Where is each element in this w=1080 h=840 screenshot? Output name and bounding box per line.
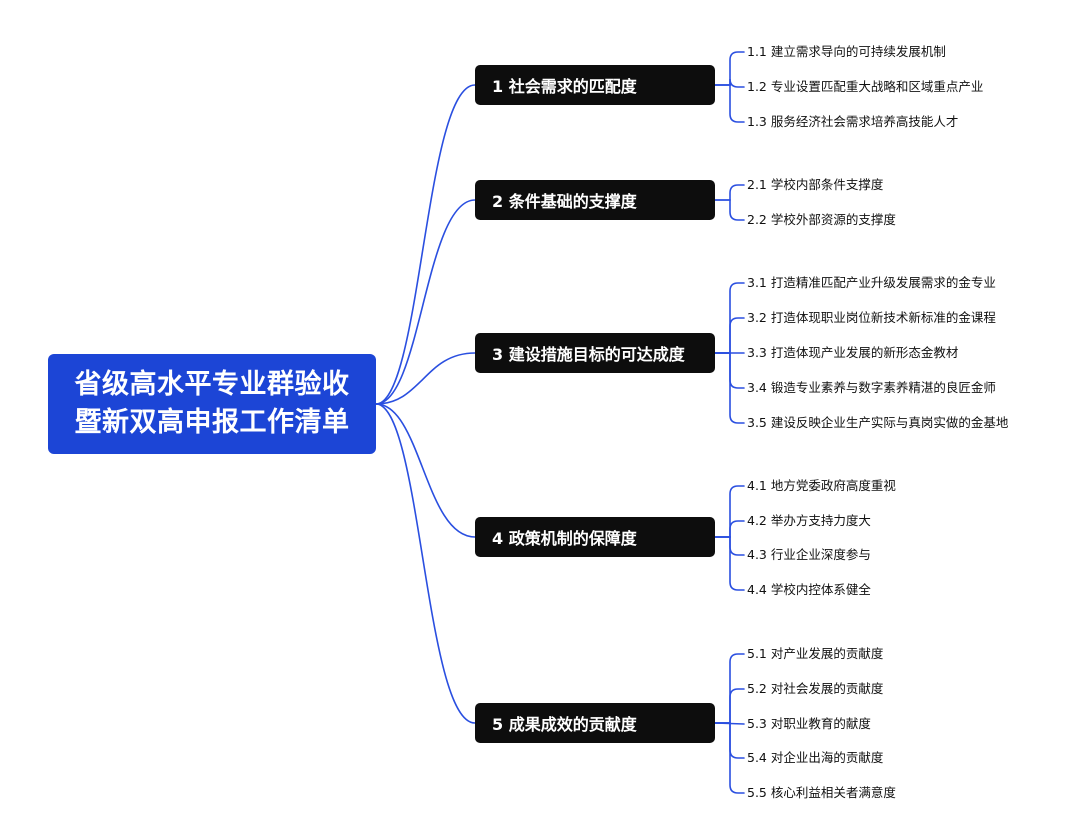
leaf-item-5-1[interactable]: 5.1 对产业发展的贡献度 bbox=[747, 646, 884, 661]
leaf-item-4-2[interactable]: 4.2 举办方支持力度大 bbox=[747, 513, 871, 528]
leaf-item-5-5[interactable]: 5.5 核心利益相关者满意度 bbox=[747, 785, 896, 800]
branch-label: 3 建设措施目标的可达成度 bbox=[492, 345, 685, 364]
branch-4-to-leaf-2-connector bbox=[714, 520, 745, 538]
leaf-item-5-4[interactable]: 5.4 对企业出海的贡献度 bbox=[747, 750, 884, 765]
branch-node-1[interactable]: 1 社会需求的匹配度 bbox=[475, 65, 715, 105]
branch-5-to-leaf-1-connector bbox=[714, 653, 745, 724]
leaf-item-1-3[interactable]: 1.3 服务经济社会需求培养高技能人才 bbox=[747, 114, 959, 129]
branch-4-to-leaf-1-connector bbox=[714, 485, 745, 538]
leaf-item-4-4[interactable]: 4.4 学校内控体系健全 bbox=[747, 582, 871, 597]
leaf-item-3-3[interactable]: 3.3 打造体现产业发展的新形态金教材 bbox=[747, 345, 959, 360]
leaf-item-3-1[interactable]: 3.1 打造精准匹配产业升级发展需求的金专业 bbox=[747, 275, 996, 290]
branch-node-2[interactable]: 2 条件基础的支撑度 bbox=[475, 180, 715, 220]
leaf-item-4-1[interactable]: 4.1 地方党委政府高度重视 bbox=[747, 478, 896, 493]
branch-1-to-leaf-2-connector bbox=[714, 78, 745, 88]
leaf-item-3-5[interactable]: 3.5 建设反映企业生产实际与真岗实做的金基地 bbox=[747, 415, 1009, 430]
root-title-line-2: 暨新双高申报工作清单 bbox=[74, 407, 350, 438]
leaf-item-5-2[interactable]: 5.2 对社会发展的贡献度 bbox=[747, 681, 884, 696]
branch-node-5[interactable]: 5 成果成效的贡献度 bbox=[475, 703, 715, 743]
branch-label: 2 条件基础的支撑度 bbox=[492, 192, 637, 211]
leaf-item-2-1[interactable]: 2.1 学校内部条件支撑度 bbox=[747, 177, 884, 192]
root-to-branch-3-connector bbox=[375, 352, 476, 405]
branch-5-to-leaf-5-connector bbox=[714, 722, 745, 794]
leaf-item-3-4[interactable]: 3.4 锻造专业素养与数字素养精湛的良匠金师 bbox=[747, 380, 996, 395]
root-title-line-1: 省级高水平专业群验收 bbox=[74, 369, 350, 400]
leaf-item-5-3[interactable]: 5.3 对职业教育的献度 bbox=[747, 716, 871, 731]
leaf-item-3-2[interactable]: 3.2 打造体现职业岗位新技术新标准的金课程 bbox=[747, 310, 996, 325]
leaf-item-4-3[interactable]: 4.3 行业企业深度参与 bbox=[747, 547, 871, 562]
root-to-branch-2-connector bbox=[375, 199, 476, 405]
leaf-item-1-1[interactable]: 1.1 建立需求导向的可持续发展机制 bbox=[747, 44, 946, 59]
branch-1-to-leaf-3-connector bbox=[714, 84, 745, 123]
root-to-branch-4-connector bbox=[375, 403, 476, 538]
branch-4-to-leaf-4-connector bbox=[714, 536, 745, 591]
root-to-branch-1-connector bbox=[375, 84, 476, 405]
root-to-branch-5-connector bbox=[375, 403, 476, 724]
branch-3-to-leaf-5-connector bbox=[714, 352, 745, 424]
branch-label: 4 政策机制的保障度 bbox=[492, 529, 637, 548]
branch-3-to-leaf-2-connector bbox=[714, 317, 745, 354]
root-node[interactable]: 省级高水平专业群验收 暨新双高申报工作清单 bbox=[48, 354, 376, 454]
branch-label: 1 社会需求的匹配度 bbox=[492, 77, 637, 96]
leaf-item-2-2[interactable]: 2.2 学校外部资源的支撑度 bbox=[747, 212, 896, 227]
branch-node-3[interactable]: 3 建设措施目标的可达成度 bbox=[475, 333, 715, 373]
branch-2-to-leaf-2-connector bbox=[714, 199, 745, 221]
branch-node-4[interactable]: 4 政策机制的保障度 bbox=[475, 517, 715, 557]
leaf-item-1-2[interactable]: 1.2 专业设置匹配重大战略和区域重点产业 bbox=[747, 79, 984, 94]
branch-3-to-leaf-1-connector bbox=[714, 282, 745, 354]
branch-2-to-leaf-1-connector bbox=[714, 184, 745, 201]
branch-1-to-leaf-1-connector bbox=[714, 51, 745, 86]
branch-5-to-leaf-2-connector bbox=[714, 688, 745, 724]
branch-label: 5 成果成效的贡献度 bbox=[492, 715, 637, 734]
